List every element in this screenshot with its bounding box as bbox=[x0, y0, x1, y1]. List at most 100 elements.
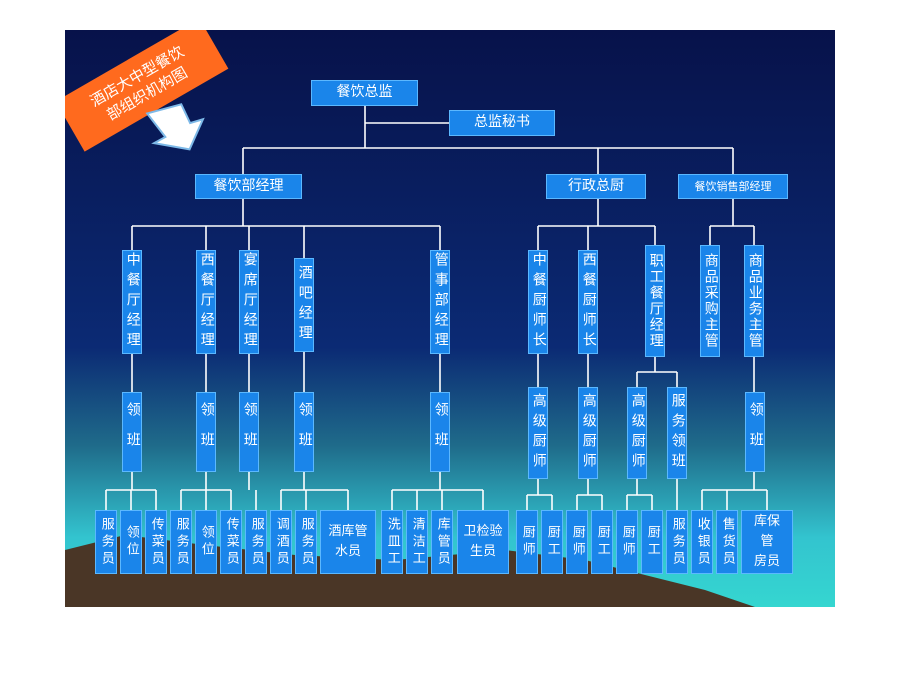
staff-box: 服务员 bbox=[666, 510, 688, 574]
staff-label: 酒库管 水员 bbox=[328, 523, 368, 559]
secretary-label: 总监秘书 bbox=[474, 114, 530, 131]
staff-box: 厨师 bbox=[616, 510, 638, 574]
supervisor-label: 高级厨师 bbox=[629, 393, 646, 473]
staff-label: 服务员 bbox=[669, 516, 685, 568]
supervisor-label: 领班 bbox=[296, 402, 313, 462]
staff-box: 服务员 bbox=[295, 510, 317, 574]
fb-manager-label: 餐饮部经理 bbox=[213, 177, 284, 194]
staff-label: 厨工 bbox=[594, 525, 610, 559]
director-box: 餐饮总监 bbox=[311, 80, 418, 106]
staff-label: 传菜员 bbox=[223, 516, 239, 568]
supervisor-box: 领班 bbox=[239, 392, 259, 472]
manager-box: 商品采购主管 bbox=[700, 245, 720, 357]
supervisor-label: 领班 bbox=[241, 402, 258, 462]
manager-label: 中餐厨师长 bbox=[530, 252, 547, 352]
manager-box: 宴席厅经理 bbox=[239, 250, 259, 354]
down-arrow-icon bbox=[145, 103, 205, 151]
exec-chef-label: 行政总厨 bbox=[568, 177, 624, 194]
manager-box: 西餐厨师长 bbox=[578, 250, 598, 354]
manager-box: 酒吧经理 bbox=[294, 258, 314, 352]
staff-label: 调酒员 bbox=[273, 516, 289, 568]
staff-label: 厨师 bbox=[519, 525, 535, 559]
staff-box: 酒库管 水员 bbox=[320, 510, 376, 574]
staff-label: 厨师 bbox=[569, 525, 585, 559]
fb-manager-box: 餐饮部经理 bbox=[195, 174, 302, 199]
supervisor-label: 服务领班 bbox=[669, 393, 686, 473]
staff-box: 传菜员 bbox=[145, 510, 167, 574]
manager-box: 西餐厅经理 bbox=[196, 250, 216, 354]
staff-box: 领位 bbox=[120, 510, 142, 574]
manager-box: 商品业务主管 bbox=[744, 245, 764, 357]
staff-box: 服务员 bbox=[95, 510, 117, 574]
supervisor-label: 高级厨师 bbox=[580, 393, 597, 473]
manager-label: 中餐厅经理 bbox=[124, 252, 141, 352]
manager-label: 宴席厅经理 bbox=[241, 252, 258, 352]
manager-box: 中餐厨师长 bbox=[528, 250, 548, 354]
staff-box: 库保 管 房员 bbox=[741, 510, 793, 574]
staff-box: 库管员 bbox=[431, 510, 453, 574]
supervisor-box: 服务领班 bbox=[667, 387, 687, 479]
staff-box: 调酒员 bbox=[270, 510, 292, 574]
secretary-box: 总监秘书 bbox=[449, 110, 555, 136]
staff-label: 清洁工 bbox=[409, 516, 425, 568]
staff-box: 厨师 bbox=[566, 510, 588, 574]
staff-label: 厨工 bbox=[544, 525, 560, 559]
staff-box: 收银员 bbox=[691, 510, 713, 574]
supervisor-label: 领班 bbox=[432, 402, 449, 462]
staff-box: 洗皿工 bbox=[381, 510, 403, 574]
supervisor-box: 领班 bbox=[294, 392, 314, 472]
staff-label: 卫检验 生员 bbox=[463, 523, 503, 559]
staff-label: 领位 bbox=[123, 525, 139, 559]
staff-box: 清洁工 bbox=[406, 510, 428, 574]
staff-box: 服务员 bbox=[245, 510, 267, 574]
staff-box: 厨工 bbox=[641, 510, 663, 574]
supervisor-label: 领班 bbox=[124, 402, 141, 462]
manager-label: 西餐厅经理 bbox=[198, 252, 215, 352]
supervisor-box: 高级厨师 bbox=[578, 387, 598, 479]
sales-manager-label: 餐饮销售部经理 bbox=[694, 179, 772, 193]
supervisor-label: 领班 bbox=[198, 402, 215, 462]
manager-label: 管事部经理 bbox=[432, 252, 449, 352]
manager-label: 商品采购主管 bbox=[702, 253, 719, 349]
staff-box: 领位 bbox=[195, 510, 217, 574]
manager-box: 职工餐厅经理 bbox=[645, 245, 665, 357]
manager-label: 酒吧经理 bbox=[296, 265, 313, 345]
staff-box: 传菜员 bbox=[220, 510, 242, 574]
exec-chef-box: 行政总厨 bbox=[546, 174, 646, 199]
manager-label: 西餐厨师长 bbox=[580, 252, 597, 352]
sales-manager-box: 餐饮销售部经理 bbox=[678, 174, 788, 199]
staff-box: 售货员 bbox=[716, 510, 738, 574]
supervisor-box: 高级厨师 bbox=[528, 387, 548, 479]
staff-label: 服务员 bbox=[98, 516, 114, 568]
staff-label: 服务员 bbox=[173, 516, 189, 568]
staff-label: 服务员 bbox=[298, 516, 314, 568]
supervisor-box: 高级厨师 bbox=[627, 387, 647, 479]
manager-box: 管事部经理 bbox=[430, 250, 450, 354]
supervisor-label: 领班 bbox=[747, 402, 764, 462]
manager-box: 中餐厅经理 bbox=[122, 250, 142, 354]
staff-box: 厨工 bbox=[591, 510, 613, 574]
staff-label: 厨工 bbox=[644, 525, 660, 559]
manager-label: 商品业务主管 bbox=[746, 253, 763, 349]
staff-box: 厨工 bbox=[541, 510, 563, 574]
staff-label: 库管员 bbox=[434, 516, 450, 568]
supervisor-box: 领班 bbox=[122, 392, 142, 472]
staff-label: 传菜员 bbox=[148, 516, 164, 568]
supervisor-box: 领班 bbox=[196, 392, 216, 472]
staff-label: 售货员 bbox=[719, 516, 735, 568]
staff-label: 收银员 bbox=[694, 516, 710, 568]
supervisor-box: 领班 bbox=[430, 392, 450, 472]
staff-label: 服务员 bbox=[248, 516, 264, 568]
staff-label: 洗皿工 bbox=[384, 516, 400, 568]
manager-label: 职工餐厅经理 bbox=[647, 253, 664, 349]
org-chart-slide: 酒店大中型餐饮 部组织机构图 餐饮总监 总监秘书 餐饮部经理 行政总厨 餐饮销售… bbox=[65, 30, 835, 607]
supervisor-box: 领班 bbox=[745, 392, 765, 472]
staff-box: 卫检验 生员 bbox=[457, 510, 509, 574]
staff-label: 厨师 bbox=[619, 525, 635, 559]
staff-box: 厨师 bbox=[516, 510, 538, 574]
supervisor-label: 高级厨师 bbox=[530, 393, 547, 473]
staff-label: 库保 管 房员 bbox=[753, 513, 780, 570]
staff-box: 服务员 bbox=[170, 510, 192, 574]
director-label: 餐饮总监 bbox=[336, 84, 393, 101]
staff-label: 领位 bbox=[198, 525, 214, 559]
